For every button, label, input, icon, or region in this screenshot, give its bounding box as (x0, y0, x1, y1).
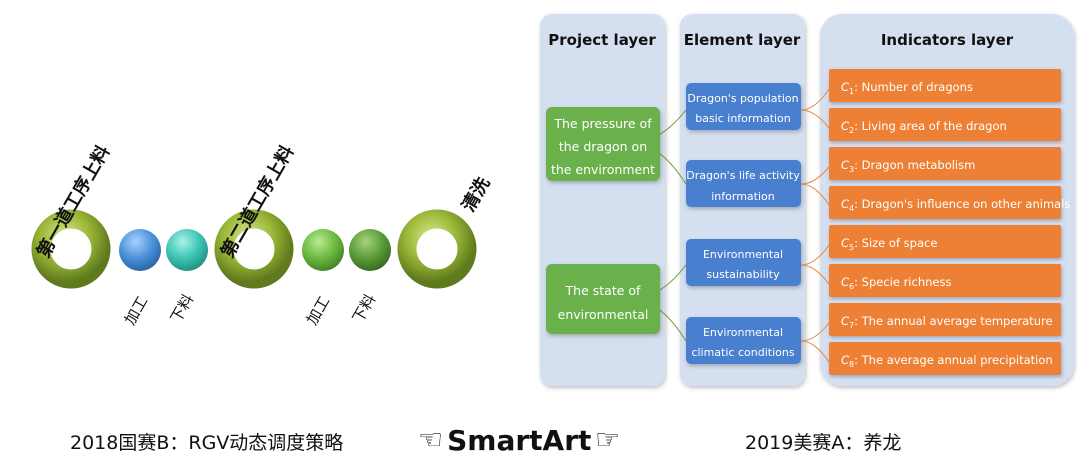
indicator-box (829, 108, 1061, 141)
project-node-state (546, 264, 660, 334)
indicator-box (829, 342, 1061, 375)
element-node-line: Dragon's population (687, 92, 798, 105)
indicator-text: C4: Dragon's influence on other animals (841, 197, 1070, 213)
element-node-line: information (711, 190, 775, 203)
stage-ball-1 (119, 229, 161, 271)
indicator-box (829, 147, 1061, 180)
project-node-pressure (546, 107, 660, 181)
indicator-text: C5: Size of space (841, 236, 937, 252)
smartart-title: SmartArt (447, 423, 592, 457)
stage-label: 下料 (167, 291, 198, 326)
project-node-line: The pressure of (553, 116, 652, 131)
indicator-box (829, 303, 1061, 336)
element-node-line: sustainability (706, 268, 780, 281)
indicator-text: C3: Dragon metabolism (841, 158, 975, 174)
element-node-line: climatic conditions (691, 346, 794, 359)
stage-ball-3 (302, 229, 344, 271)
process-chain-diagram: 第一道工序上料 加工 下料 第二道工序上料 加工 下料 清洗 (31, 142, 494, 328)
element-node-line: basic information (695, 112, 791, 125)
indicator-box (829, 69, 1061, 102)
indicator-box (829, 186, 1061, 219)
element-node-sustainability (686, 239, 801, 286)
indicator-text: C1: Number of dragons (841, 80, 973, 96)
indicator-text: C6: Specie richness (841, 275, 951, 291)
element-node-line: Dragon's life activity (686, 169, 800, 182)
element-node-line: Environmental (703, 326, 783, 339)
element-node-climatic (686, 317, 801, 364)
project-layer-header: Project layer (548, 31, 656, 49)
indicator-text: C8: The average annual precipitation (841, 353, 1053, 369)
stage-label: 下料 (349, 291, 380, 326)
project-node-line: environmental (558, 307, 649, 322)
smartart-banner: ☜ SmartArt ☜ (418, 418, 621, 462)
stage-label: 清洗 (457, 173, 494, 215)
indicators-layer-header: Indicators layer (881, 31, 1014, 49)
indicator-text: C2: Living area of the dragon (841, 119, 1007, 135)
left-caption: 2018国赛B：RGV动态调度策略 (70, 432, 344, 454)
indicator-box (829, 225, 1061, 258)
stage-ball-4 (349, 229, 391, 271)
pointing-hand-right-icon: ☜ (595, 423, 621, 456)
stage-label: 加工 (303, 293, 334, 328)
project-node-line: The state of (565, 283, 642, 298)
project-node-line: the environment (551, 162, 655, 177)
element-node-population (686, 83, 801, 130)
stage-ring-2 (214, 209, 294, 289)
project-node-line: the dragon on (559, 139, 647, 154)
stage-ring-1 (31, 209, 111, 289)
stage-label: 加工 (121, 293, 152, 328)
element-indicator-connectors (800, 88, 830, 363)
pointing-hand-left-icon: ☜ (418, 423, 444, 456)
element-layer-header: Element layer (684, 31, 801, 49)
element-node-line: Environmental (703, 248, 783, 261)
element-node-life-activity (686, 160, 801, 207)
indicator-text: C7: The annual average temperature (841, 314, 1053, 330)
indicator-box (829, 264, 1061, 297)
right-caption: 2019美赛A：养龙 (745, 432, 902, 454)
stage-ring-3 (397, 209, 477, 289)
stage-ball-2 (166, 229, 208, 271)
hierarchy-diagram: Project layer Element layer Indicators l… (540, 14, 1074, 386)
